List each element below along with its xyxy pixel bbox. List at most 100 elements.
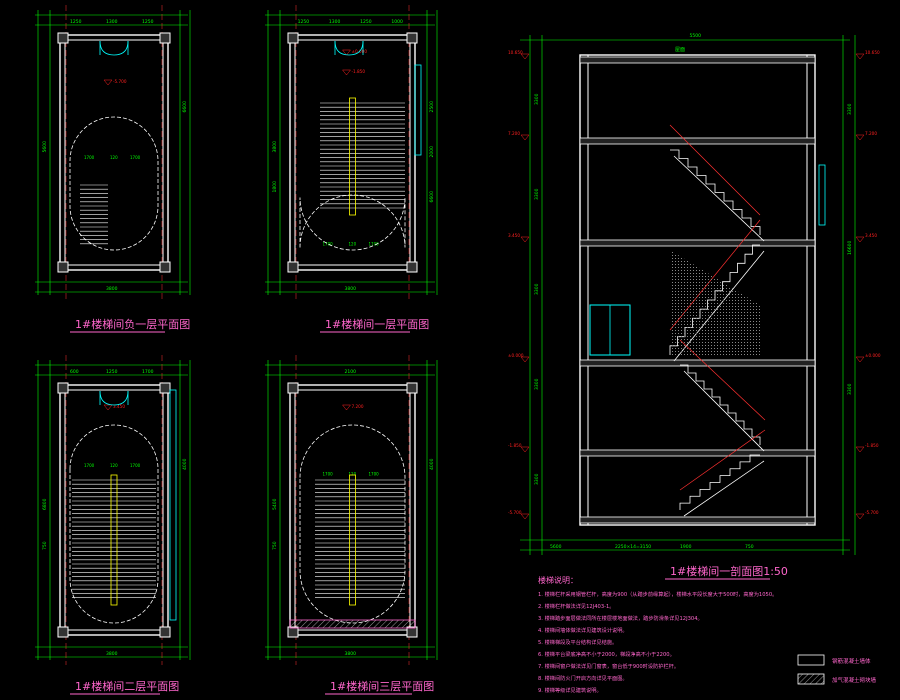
dimension-label: 3300 — [534, 93, 540, 105]
plan-plan-second — [57, 382, 171, 638]
roof-tag: 屋面 — [675, 47, 685, 53]
dimension-label: 16600 — [847, 241, 853, 255]
note-line: 5. 楼梯梯段及平台结构详见结施。 — [538, 638, 617, 646]
column — [287, 32, 299, 44]
notes-heading: 楼梯说明： — [538, 575, 578, 585]
note-line: 3. 楼梯踏步面层做法同所在楼层楼地面做法，踏步防滑条详见12J304。 — [538, 614, 703, 622]
notes-list: 1. 楼梯栏杆采用钢管栏杆，高度为900（从踏步前缘算起），楼梯水平段长度大于5… — [538, 590, 777, 694]
level-label: -5.700 — [508, 510, 522, 515]
column — [287, 626, 299, 638]
dimension-label: 2100 — [345, 369, 357, 375]
column — [159, 32, 171, 44]
level-label: -1.850 — [508, 443, 522, 448]
window-glass — [169, 389, 177, 621]
wall-outer — [59, 384, 169, 636]
dimension-label: 1250 — [298, 19, 310, 25]
note-line: 9. 楼梯等级详见建筑说明。 — [538, 686, 602, 694]
floor-slab — [579, 516, 816, 524]
plan-plan-ground — [57, 32, 171, 273]
walking-line — [69, 116, 159, 251]
note-line: 1. 楼梯栏杆采用钢管栏杆，高度为900（从踏步前缘算起），楼梯水平段长度大于5… — [538, 590, 777, 598]
dimension-label: 1700 — [369, 472, 380, 477]
level-label: 7.200 — [508, 131, 520, 136]
dimension-label: 1250 — [142, 19, 154, 25]
column — [57, 626, 69, 638]
dimension-label: 2250×14=3150 — [615, 544, 651, 550]
window-glass — [414, 64, 422, 156]
dimension-label: 1250 — [70, 19, 82, 25]
dimension-label: 6600 — [182, 101, 188, 113]
title-plan-ground: 1#楼梯间负一层平面图 — [75, 317, 190, 331]
dimension-label: 1700 — [323, 472, 334, 477]
level-marker — [520, 446, 530, 453]
column — [57, 261, 69, 273]
legend-label: 加气混凝土砌块墙 — [832, 676, 877, 684]
dimension-label: 1250 — [106, 369, 118, 375]
level-marker — [855, 513, 865, 520]
wall-inner — [294, 39, 411, 266]
dimension-label: 1700 — [130, 155, 141, 160]
dimension-label: 3300 — [534, 188, 540, 200]
title-section: 1#楼梯间一剖面图1:50 — [670, 564, 788, 578]
note-line: 8. 楼梯间防火门开启方向详见平面图。 — [538, 674, 628, 682]
title-plan-first: 1#楼梯间一层平面图 — [325, 317, 429, 331]
dimension-label: 1700 — [84, 463, 95, 468]
level-label: -1.850 — [865, 443, 879, 448]
dimension-label: 600 — [70, 369, 79, 375]
dimension-label: 2500 — [429, 101, 435, 113]
dimension-label: 4000 — [429, 458, 435, 470]
dimension-label: 1300 — [106, 19, 118, 25]
level-label: -1.850 — [352, 69, 366, 74]
dimension-label: 6600 — [429, 191, 435, 203]
stair-flight — [670, 149, 761, 235]
section-wall — [579, 54, 816, 526]
wall-outer — [289, 384, 416, 636]
dimension-label: 3300 — [847, 103, 853, 115]
column — [159, 382, 171, 394]
level-label: ±0.000 — [508, 353, 524, 358]
dimension-label: 3800 — [345, 286, 357, 292]
wall-inner — [64, 389, 164, 631]
handrail — [349, 97, 356, 216]
level-marker — [103, 79, 113, 86]
note-line: 7. 楼梯间窗户做法详见门窗表，窗台低于900时设防护栏杆。 — [538, 662, 679, 670]
level-marker — [855, 134, 865, 141]
title-plan-third: 1#楼梯间三层平面图 — [330, 679, 434, 693]
handrail-section — [669, 124, 761, 216]
level-marker — [520, 236, 530, 243]
level-label: 7.200 — [865, 131, 877, 136]
level-label: -5.700 — [865, 510, 879, 515]
stair-infill — [670, 250, 760, 355]
door-swing — [113, 40, 129, 56]
level-marker — [855, 236, 865, 243]
floor-slab — [579, 239, 816, 247]
dimension-label: 2000 — [429, 146, 435, 158]
level-marker — [103, 404, 113, 411]
level-marker — [341, 404, 352, 411]
dimension-label: 120 — [110, 463, 118, 468]
dimension-label: 3300 — [847, 383, 853, 395]
level-label: 10.650 — [508, 50, 523, 55]
door-swing — [99, 40, 115, 56]
door-swing — [99, 390, 115, 406]
walking-line — [299, 424, 406, 624]
dimension-label: 1000 — [391, 19, 403, 25]
legend-label: 钢筋混凝土墙体 — [832, 657, 871, 665]
column — [57, 382, 69, 394]
dimension-label: 3300 — [534, 473, 540, 485]
title-plan-second: 1#楼梯间二层平面图 — [75, 679, 179, 693]
wall-outer — [59, 34, 169, 271]
note-line: 4. 楼梯间墙体做法详见建筑设计说明。 — [538, 626, 628, 634]
legend-swatch-block — [797, 673, 825, 685]
level-marker — [520, 356, 530, 363]
column — [406, 261, 418, 273]
stair-soffit — [683, 460, 765, 517]
floor-slab — [579, 56, 816, 64]
legend-swatch-concrete — [797, 654, 825, 666]
level-label: 10.650 — [865, 50, 880, 55]
level-label: 3.450 — [865, 233, 877, 238]
door-swing — [334, 40, 350, 56]
legend: 钢筋混凝土墙体 加气混凝土砌块墙 — [797, 654, 877, 685]
